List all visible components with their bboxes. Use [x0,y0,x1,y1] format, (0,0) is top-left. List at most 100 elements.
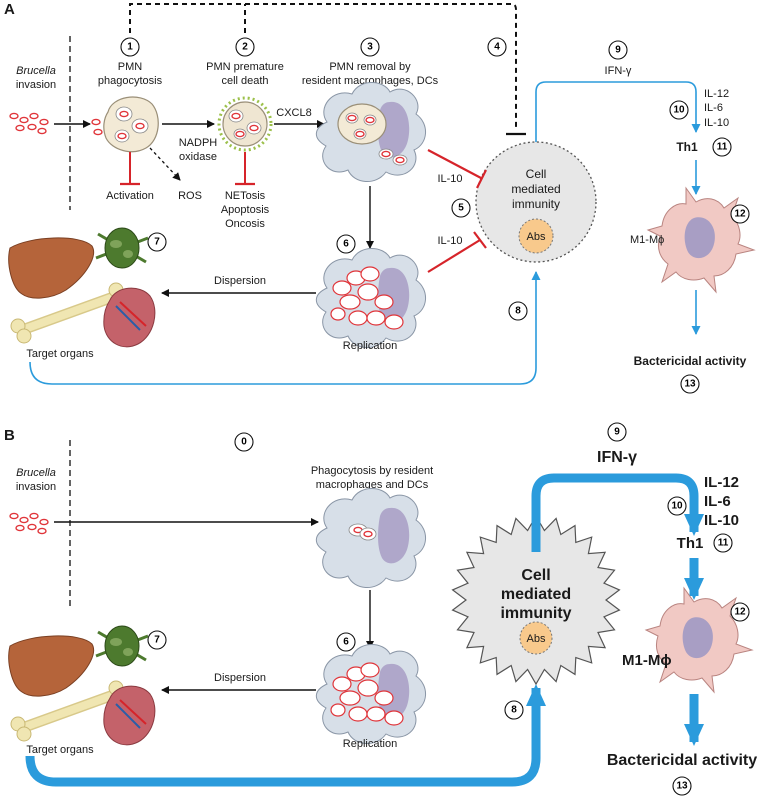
cytokine-b-2: IL-6 [704,493,731,510]
death-mode-apoptosis: Apoptosis [221,204,270,216]
m1-label-b: M1-Mϕ [622,652,672,669]
step-10-number: 10 [669,100,689,120]
step-13-number: 13 [680,374,700,394]
step-1-label-1: PMN [118,61,143,73]
step-3-label-2: resident macrophages, DCs [302,75,439,87]
step-12-number: 12 [730,204,750,224]
ifn-label-a: IFN-γ [605,65,632,77]
cmi-label-a-3: immunity [512,197,560,211]
ros-label: ROS [178,190,202,202]
panel-a-letter: A [4,1,15,18]
abs-circle-b [519,621,553,655]
bacteria-icon-b [9,512,49,535]
step-4-number: 4 [487,37,507,57]
th1-label-b: Th1 [677,535,704,552]
il10-label-2: IL-10 [437,235,462,247]
dying-pmn-icon [217,96,273,152]
cmi-cell-b [451,514,621,686]
invasion-label-b-2: invasion [16,481,56,493]
liver-icon [8,237,94,299]
svg-text:8: 8 [515,306,521,317]
m1-macrophage-icon [646,186,756,294]
svg-text:13: 13 [676,781,688,792]
svg-text:9: 9 [614,427,620,438]
invasion-label-b-1: Brucella [16,467,56,479]
target-organs-label-a: Target organs [26,348,94,360]
th1-label-a: Th1 [676,140,698,154]
svg-text:12: 12 [734,607,746,618]
cytokine-a-1: IL-12 [704,88,729,100]
target-organs-label-b: Target organs [26,744,94,756]
svg-text:6: 6 [343,239,349,250]
m1-label-a: M1-Mϕ [630,234,664,246]
pmn-icon [103,96,159,153]
replication-label-b: Replication [343,738,397,750]
cytokine-b-1: IL-12 [704,474,739,491]
svg-text:9: 9 [615,45,621,56]
target-organs-icon-b [8,625,156,746]
cmi-label-b-2: mediated [501,586,571,603]
bacteria-icon [9,112,49,135]
panel-b-letter: B [4,427,15,444]
cmi-cell-a [475,141,597,263]
svg-text:10: 10 [671,501,683,512]
abs-label-a: Abs [527,231,546,243]
feedback-arrow-step8-b [25,684,546,787]
svg-text:11: 11 [718,538,729,549]
il10-label-1: IL-10 [437,173,462,185]
svg-text:12: 12 [734,209,746,220]
step-2-number: 2 [235,37,255,57]
svg-text:2: 2 [242,42,248,53]
step-3-label-1: PMN removal by [329,61,411,73]
invasion-label-a-1: Brucella [16,65,56,77]
il10-inhibit-line-2 [427,239,481,273]
step-7-number: 7 [147,232,167,252]
step-8-number: 8 [508,301,528,321]
feedback-arrow-step8-a [29,271,541,385]
cytokine-b-3: IL-10 [704,512,739,529]
activation-label: Activation [106,190,154,202]
svg-text:3: 3 [367,42,373,53]
step-11-number: 11 [712,137,732,157]
cytokine-a-2: IL-6 [704,102,723,114]
resident-macrophage-icon [315,488,427,589]
spleen-icon [103,287,156,348]
cytokine-a-3: IL-10 [704,117,729,129]
dispersion-label-b: Dispersion [214,672,266,684]
step-13-number-b: 13 [672,776,692,796]
bactericidal-label-b: Bactericidal activity [607,752,757,769]
step-0-number: 0 [234,432,254,452]
dispersion-label-a: Dispersion [214,275,266,287]
svg-text:8: 8 [511,705,517,716]
svg-text:11: 11 [717,142,728,153]
svg-text:1: 1 [127,42,133,53]
step-2-label-2: cell death [221,75,268,87]
step-3-number: 3 [360,37,380,57]
replication-label-a: Replication [343,340,397,352]
invasion-label-a-2: invasion [16,79,56,91]
step-8-number-b: 8 [504,700,524,720]
step-1-number: 1 [120,37,140,57]
svg-text:10: 10 [673,105,685,116]
svg-text:5: 5 [458,203,464,214]
cmi-label-b-3: immunity [500,605,571,622]
feedback-dashed-line [129,3,517,130]
svg-text:7: 7 [154,635,160,646]
abs-circle-a [518,218,554,254]
svg-text:0: 0 [241,437,247,448]
nadph-label-1: NADPH [179,137,218,149]
replicating-macrophage-icon [315,248,427,349]
step-10-number-b: 10 [667,496,687,516]
step-1-label-2: phagocytosis [98,75,163,87]
ifn-label-b: IFN-γ [597,449,637,466]
step-9-number: 9 [608,40,628,60]
step-9-number-b: 9 [607,422,627,442]
svg-text:6: 6 [343,637,349,648]
step-7-number-b: 7 [147,630,167,650]
step-6-number: 6 [336,234,356,254]
cmi-label-b-1: Cell [521,567,550,584]
lymph-node-icon [95,227,149,269]
bactericidal-label-a: Bactericidal activity [634,354,747,368]
step-11-number-b: 11 [713,533,733,553]
